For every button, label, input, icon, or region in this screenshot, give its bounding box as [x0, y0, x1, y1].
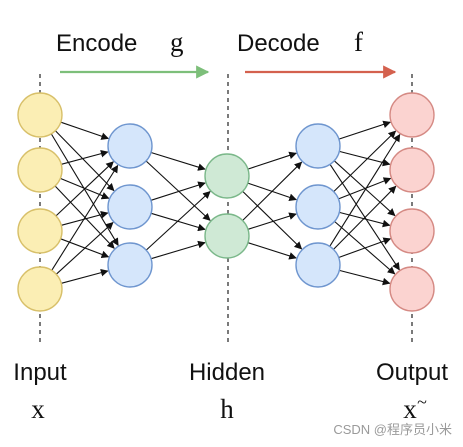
enc1-node-2 — [107, 184, 153, 230]
decode-symbol: f — [354, 27, 363, 57]
edge-hidden2-dec13 — [247, 242, 297, 260]
hidden-node-2 — [204, 213, 250, 259]
edge-hidden2-dec11 — [242, 161, 303, 221]
edge-dec13-output3 — [338, 237, 392, 259]
edge-enc13-hidden1 — [145, 190, 211, 251]
hidden-node-1 — [204, 153, 250, 199]
edge-hidden2-dec12 — [247, 212, 297, 230]
edge-input4-enc13 — [61, 268, 109, 284]
dec1-node-3 — [295, 242, 341, 288]
input-label: Input — [13, 359, 67, 386]
input-node-1 — [17, 92, 63, 138]
edge-hidden1-dec13 — [242, 191, 303, 250]
edge-enc13-hidden2 — [150, 240, 206, 260]
output-node-3 — [389, 208, 435, 254]
hidden-label: Hidden — [189, 359, 265, 386]
edge-dec12-output2 — [338, 177, 392, 200]
connections — [50, 120, 401, 286]
output-node-2 — [389, 147, 435, 193]
output-node-1 — [389, 92, 435, 138]
input-node-2 — [17, 147, 63, 193]
encode-label: Encode — [56, 30, 137, 57]
input-node-3 — [17, 208, 63, 254]
watermark: CSDN @程序员小米 — [333, 422, 452, 437]
edge-hidden1-dec11 — [247, 151, 297, 170]
enc1-node-3 — [107, 242, 153, 288]
edge-input2-enc11 — [61, 149, 109, 165]
dec1-node-2 — [295, 184, 341, 230]
edge-dec13-output2 — [333, 185, 397, 250]
edge-input1-enc12 — [55, 130, 115, 192]
output-symbol: x — [403, 394, 417, 424]
edge-dec11-output2 — [339, 150, 391, 167]
neurons — [17, 92, 435, 312]
input-symbol: x — [31, 394, 45, 424]
edge-input4-enc12 — [55, 221, 114, 275]
edge-dec12-output1 — [333, 130, 397, 192]
input-node-4 — [17, 266, 63, 312]
edge-input4-enc11 — [51, 164, 119, 271]
edge-input3-enc11 — [55, 161, 114, 217]
edge-dec13-output1 — [329, 133, 401, 247]
dec1-node-1 — [295, 123, 341, 169]
output-node-4 — [389, 266, 435, 312]
edge-dec12-output3 — [339, 211, 391, 228]
edge-dec11-output1 — [338, 120, 391, 140]
encode-symbol: g — [170, 27, 184, 57]
layer-labels: Input x Hidden h Output x ~ — [13, 359, 448, 424]
decode-label: Decode — [237, 30, 320, 57]
decode-header: Decode f — [237, 27, 397, 79]
edge-enc12-hidden1 — [150, 181, 206, 201]
encode-header: Encode g — [56, 27, 210, 79]
hidden-symbol: h — [220, 394, 234, 424]
edge-enc11-hidden1 — [150, 151, 206, 171]
edge-dec13-output4 — [339, 269, 391, 286]
output-label: Output — [376, 359, 448, 386]
guide-lines — [39, 74, 413, 345]
edge-enc11-hidden2 — [145, 160, 211, 221]
output-symbol-tilde: ~ — [417, 392, 427, 412]
edge-input1-enc11 — [60, 121, 110, 140]
enc1-node-1 — [107, 123, 153, 169]
